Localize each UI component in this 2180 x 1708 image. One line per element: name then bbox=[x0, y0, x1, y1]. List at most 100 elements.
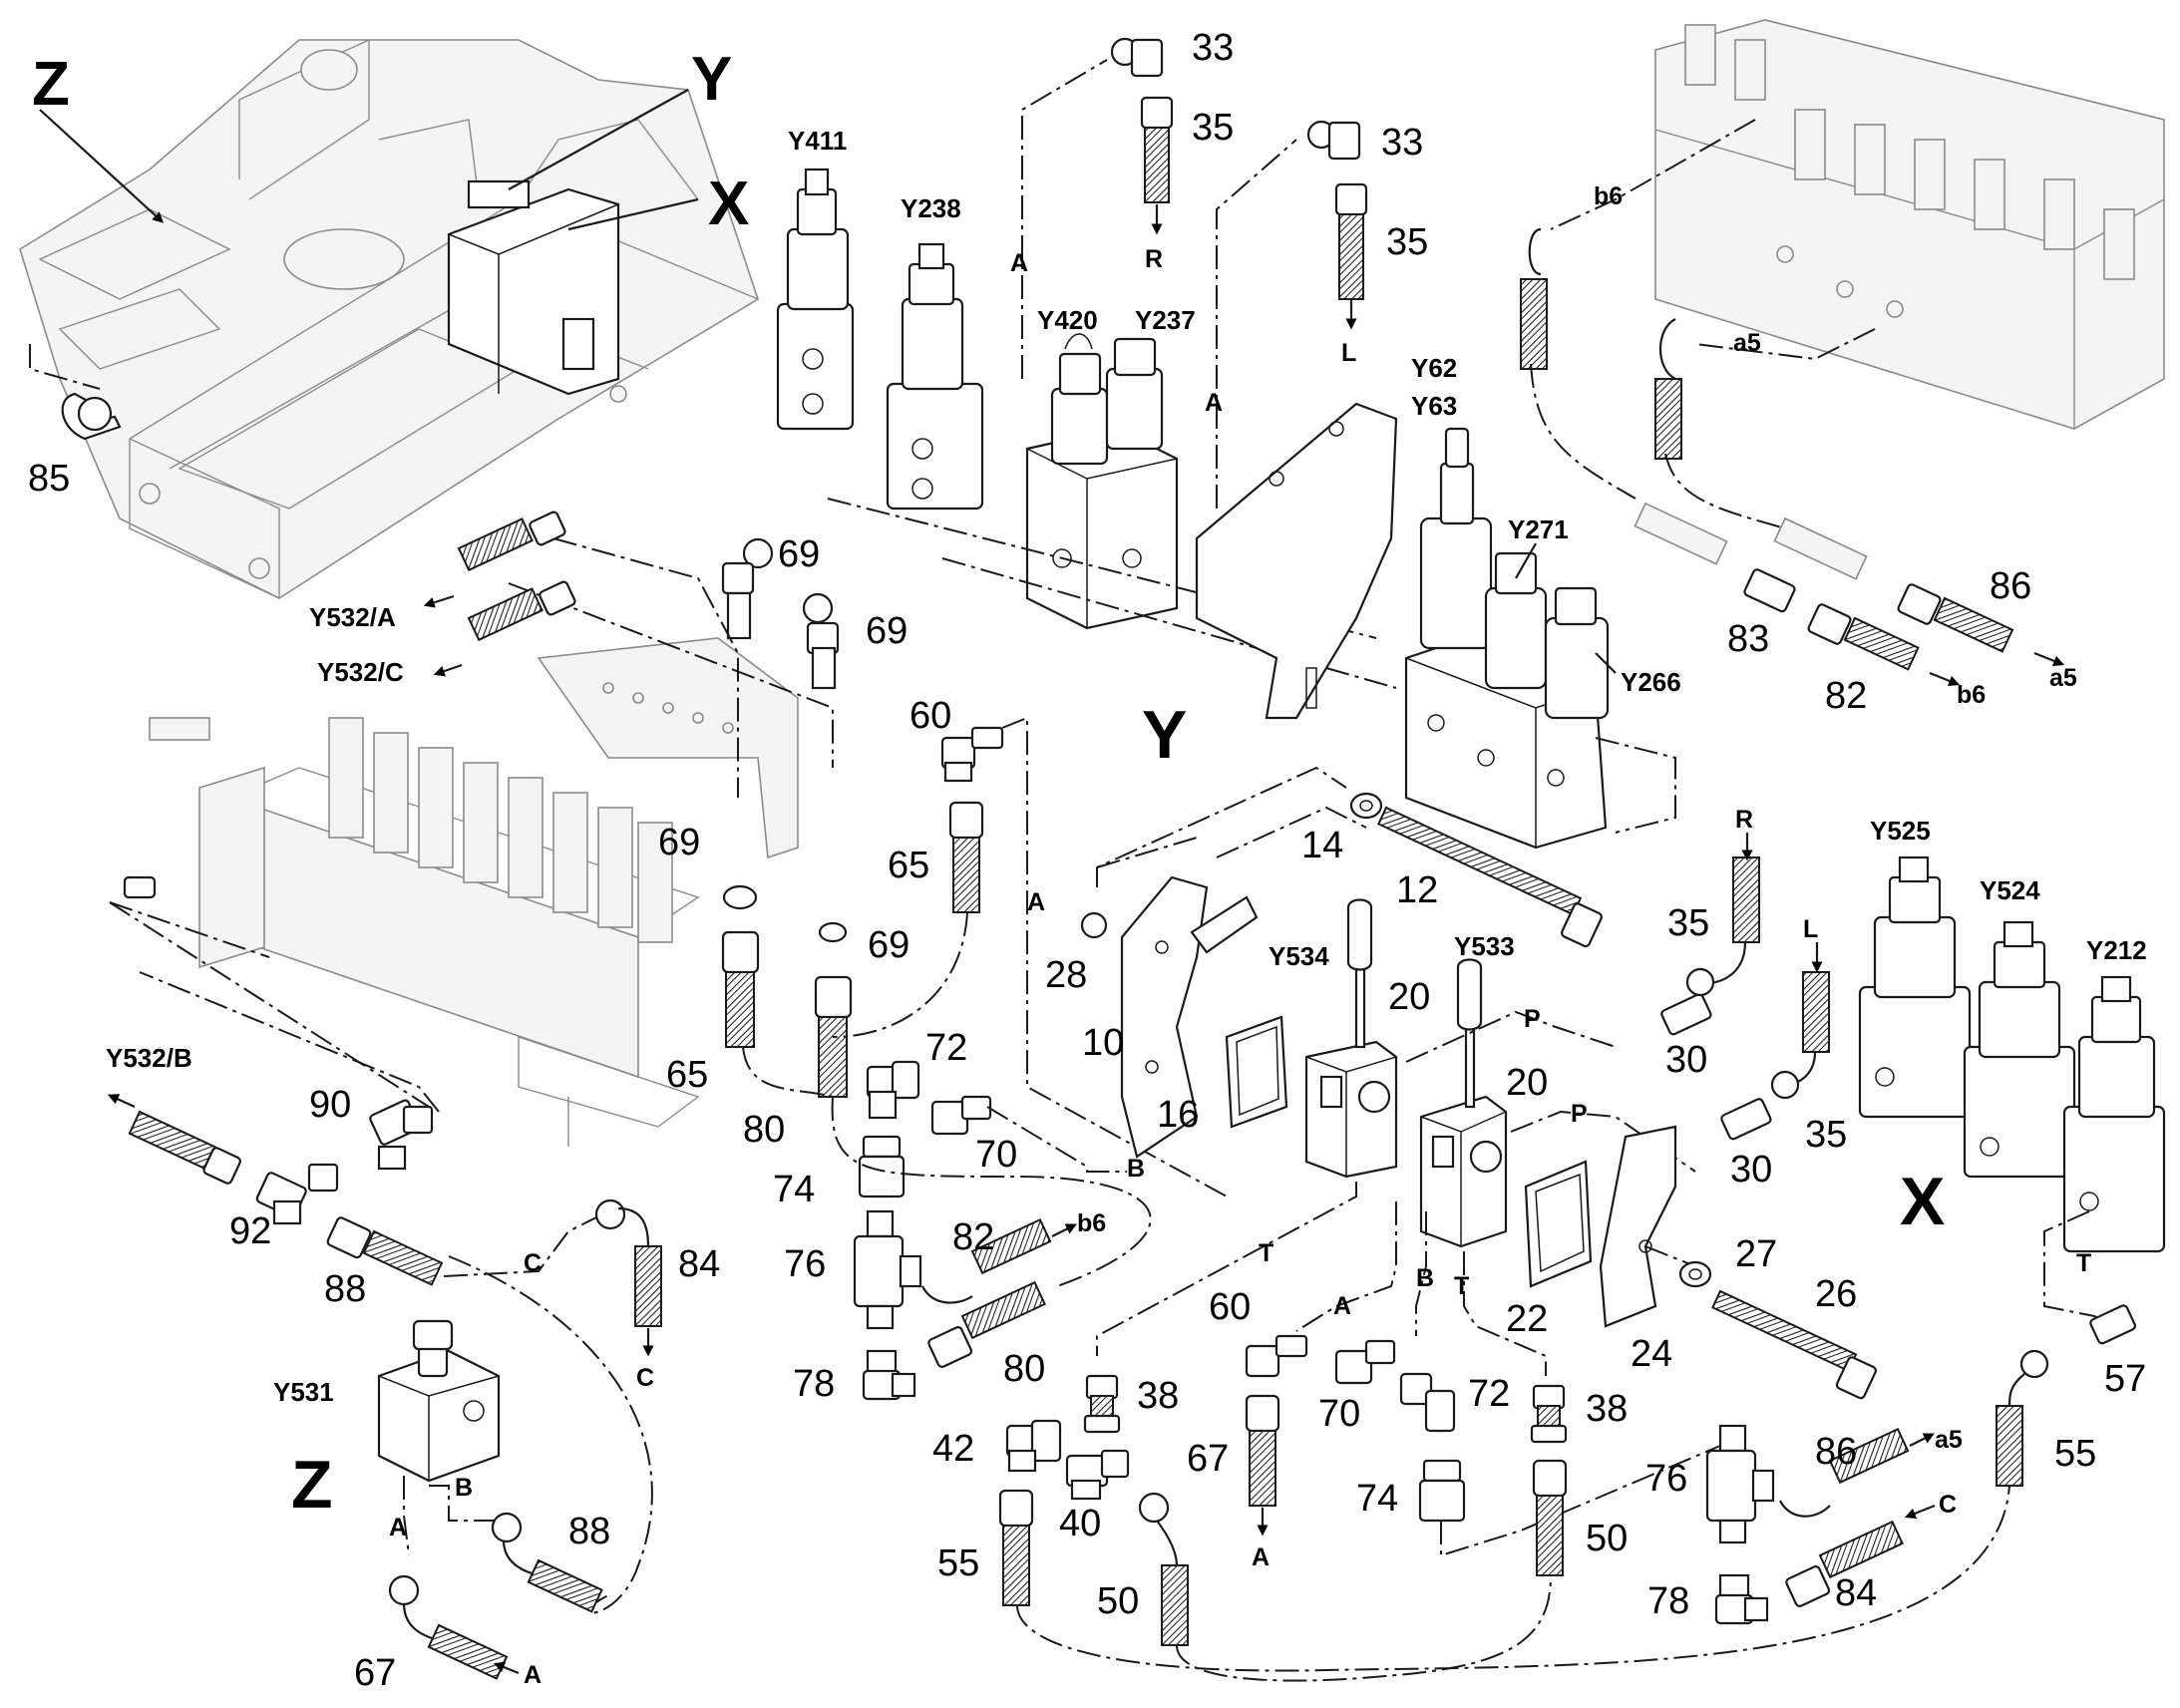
port-C-left: C bbox=[524, 1249, 542, 1277]
adapter-74-a bbox=[858, 1135, 906, 1198]
tee-70-b bbox=[1334, 1339, 1396, 1385]
valve-stack-y62 bbox=[1404, 427, 1610, 850]
label-78-b: 78 bbox=[1647, 1580, 1689, 1622]
label-76-a: 76 bbox=[784, 1243, 826, 1285]
label-86-top: 86 bbox=[1990, 565, 2031, 607]
label-88-bottom: 88 bbox=[568, 1511, 610, 1552]
label-67-mid: 67 bbox=[1187, 1438, 1229, 1480]
label-Y532B: Y532/B bbox=[106, 1043, 192, 1073]
tee-60-bottom bbox=[1245, 1334, 1308, 1378]
label-85: 85 bbox=[28, 458, 70, 500]
nut-69-c bbox=[722, 884, 758, 910]
label-Y411: Y411 bbox=[788, 126, 847, 156]
label-84-right: 84 bbox=[1835, 1572, 1877, 1614]
plate-10 bbox=[1120, 875, 1209, 1159]
hose-35-r bbox=[1140, 96, 1174, 203]
label-78-a: 78 bbox=[793, 1363, 835, 1405]
label-20-a: 20 bbox=[1388, 976, 1430, 1018]
elbow-72-b bbox=[1399, 1372, 1456, 1433]
label-35-d: 35 bbox=[1805, 1114, 1847, 1156]
hose-84-right bbox=[1785, 1520, 1904, 1607]
nut-69-d bbox=[818, 921, 848, 943]
label-70-b: 70 bbox=[1318, 1393, 1360, 1435]
label-Y531: Y531 bbox=[273, 1377, 334, 1407]
label-72-a: 72 bbox=[925, 1027, 967, 1069]
view-y-leader bbox=[508, 89, 689, 190]
adapter-57 bbox=[2089, 1304, 2137, 1345]
label-Y237: Y237 bbox=[1135, 305, 1196, 335]
fitting-33-a bbox=[1110, 37, 1164, 78]
label-Y534: Y534 bbox=[1269, 941, 1329, 971]
hose-55-left bbox=[998, 1489, 1034, 1606]
bracket-plate-y bbox=[1195, 402, 1398, 720]
fitting-69-a bbox=[721, 537, 774, 640]
hose-b6-top bbox=[1520, 227, 1548, 370]
port-L-top: L bbox=[1341, 339, 1356, 367]
label-33-b: 33 bbox=[1381, 122, 1423, 164]
nut-28 bbox=[1080, 911, 1108, 939]
adapter-30-b bbox=[1720, 1098, 1772, 1141]
label-69-c: 69 bbox=[658, 822, 700, 863]
hose-y532c bbox=[467, 580, 576, 642]
hose-50-b bbox=[1138, 1492, 1189, 1646]
label-90: 90 bbox=[309, 1084, 351, 1126]
label-28: 28 bbox=[1045, 954, 1087, 996]
bracket-69 bbox=[537, 637, 799, 859]
washer-14 bbox=[1349, 792, 1383, 820]
label-20-b: 20 bbox=[1506, 1062, 1548, 1104]
label-82-mid: 82 bbox=[952, 1216, 994, 1258]
label-67-z: 67 bbox=[354, 1652, 396, 1694]
hose-y532b bbox=[128, 1110, 241, 1185]
bolt-12 bbox=[1377, 806, 1603, 948]
tee-90 bbox=[369, 1099, 434, 1171]
port-A-67: A bbox=[524, 1661, 542, 1689]
port-C-84: C bbox=[636, 1364, 654, 1392]
adapter-30-a bbox=[1660, 993, 1712, 1036]
hose-35-l bbox=[1334, 182, 1368, 300]
view-z-leader bbox=[39, 109, 165, 223]
label-92: 92 bbox=[229, 1210, 271, 1252]
view-z-label: Z bbox=[291, 1447, 333, 1523]
label-38-a: 38 bbox=[1137, 1375, 1179, 1417]
label-55-left: 55 bbox=[937, 1542, 979, 1584]
view-x-label: X bbox=[1900, 1164, 1945, 1239]
label-82-top: 82 bbox=[1825, 675, 1867, 717]
valve-y212 bbox=[2062, 975, 2166, 1253]
label-24: 24 bbox=[1631, 1333, 1672, 1375]
label-38-b: 38 bbox=[1586, 1388, 1628, 1430]
label-50-a: 50 bbox=[1586, 1518, 1628, 1559]
valve-y531 bbox=[377, 1319, 501, 1483]
tee-60-top bbox=[940, 726, 1004, 783]
port-a5-86: a5 bbox=[2049, 664, 2077, 692]
label-27: 27 bbox=[1735, 1233, 1777, 1275]
label-72-b: 72 bbox=[1468, 1373, 1510, 1415]
label-35-a: 35 bbox=[1192, 107, 1234, 149]
elbow-78-b bbox=[1714, 1573, 1769, 1625]
joystick-y534 bbox=[1304, 898, 1398, 1179]
label-Y238: Y238 bbox=[901, 193, 961, 223]
port-A-top1: A bbox=[1010, 249, 1028, 277]
label-65-b: 65 bbox=[888, 845, 929, 886]
label-70-a: 70 bbox=[975, 1134, 1017, 1176]
label-69-d: 69 bbox=[868, 924, 909, 966]
label-14: 14 bbox=[1301, 825, 1343, 866]
label-83: 83 bbox=[1727, 618, 1769, 660]
label-Y532C: Y532/C bbox=[317, 657, 404, 687]
tee-40 bbox=[1065, 1449, 1130, 1501]
hose-a5-top bbox=[1654, 318, 1682, 460]
label-Y532A: Y532/A bbox=[309, 602, 396, 632]
adapter-38-b bbox=[1530, 1384, 1568, 1444]
label-69-a: 69 bbox=[778, 533, 820, 575]
label-Y533: Y533 bbox=[1454, 931, 1515, 961]
label-80-b: 80 bbox=[1003, 1348, 1045, 1390]
clamp-85 bbox=[29, 344, 122, 441]
label-42: 42 bbox=[932, 1428, 974, 1470]
port-B-joy: B bbox=[1416, 1264, 1434, 1292]
label-50-b: 50 bbox=[1097, 1580, 1139, 1622]
view-y-label: Y bbox=[1142, 697, 1187, 773]
port-C-right: C bbox=[1939, 1491, 1957, 1519]
adapter-38-a bbox=[1083, 1374, 1121, 1434]
tee-92 bbox=[255, 1163, 339, 1225]
label-88-top: 88 bbox=[324, 1268, 366, 1310]
